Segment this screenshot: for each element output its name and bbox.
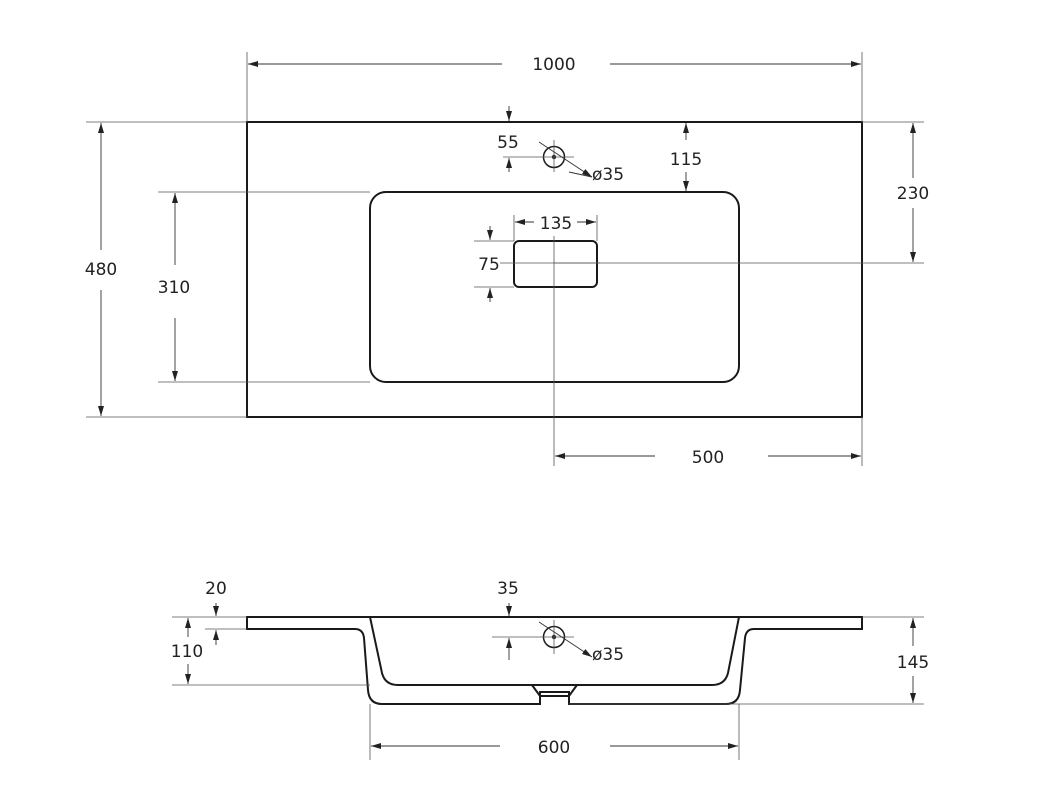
dim-55-label: 55	[497, 133, 519, 153]
side-tap-leader	[538, 621, 593, 658]
top-view-countertop-outline	[246, 121, 863, 418]
dim-480-label: 480	[85, 260, 117, 280]
dim-75-label: 75	[478, 255, 500, 275]
dim-1000-label: 1000	[532, 55, 575, 75]
dim-35-label: 35	[497, 579, 519, 599]
side-view-outer-profile	[246, 616, 863, 705]
side-view-drain-outlet	[531, 684, 578, 697]
side-view-inner-bowl	[369, 616, 740, 686]
tap-hole-leader	[538, 141, 593, 178]
dim-110-label: 110	[171, 642, 203, 662]
top-view-bowl-outline	[369, 191, 740, 383]
dim-500-label: 500	[692, 448, 724, 468]
dim-230-label: 230	[897, 184, 929, 204]
dim-600-label: 600	[538, 738, 570, 758]
dim-145-label: 145	[897, 653, 929, 673]
tap-hole-leader-tail	[568, 171, 593, 178]
dim-20-label: 20	[205, 579, 227, 599]
side-tap-diameter-label: ø35	[592, 645, 624, 665]
top-tap-diameter-label: ø35	[592, 165, 624, 185]
dim-135-label: 135	[540, 214, 572, 234]
top-view: ø35 1000 480 310 55 115 230	[85, 52, 929, 468]
dim-310-label: 310	[158, 278, 190, 298]
dim-115-label: 115	[670, 150, 702, 170]
top-view-drain-outline	[513, 240, 598, 288]
side-view: ø35 35 20 110 145 600	[171, 579, 929, 760]
